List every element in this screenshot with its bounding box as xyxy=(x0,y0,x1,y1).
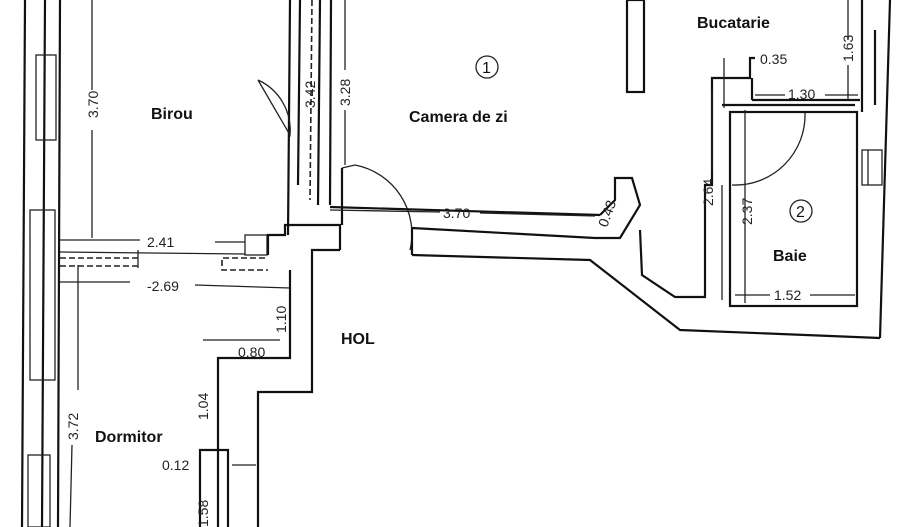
dimension-label: 0.12 xyxy=(162,457,189,473)
dimension-label: 0.80 xyxy=(238,344,265,360)
dim-line xyxy=(69,444,73,527)
room-number-circle xyxy=(475,55,499,79)
dimension-label: 0.43 xyxy=(595,198,619,229)
dimension-label: 3.70 xyxy=(443,205,470,221)
dimension-label: 3.72 xyxy=(65,413,81,440)
dimension-label: 1.30 xyxy=(788,86,815,102)
dimension-label: 1.63 xyxy=(840,35,856,62)
left-exterior-wall xyxy=(20,0,62,527)
dimension-label: 1.52 xyxy=(774,287,801,303)
dimension-label: 1.04 xyxy=(195,393,211,420)
room-label-bucatarie: Bucatarie xyxy=(697,15,770,32)
dimension-label: 1.58 xyxy=(195,500,211,527)
living-hall-wall xyxy=(329,176,881,340)
room-number-1: 1 xyxy=(482,60,491,77)
dimension-label: 1.10 xyxy=(273,306,289,333)
birou-door-icon xyxy=(257,79,291,138)
room-label-birou: Birou xyxy=(151,106,193,123)
room-number-circle xyxy=(789,199,813,223)
dimension-label: 3.28 xyxy=(337,79,353,106)
bath-door-icon xyxy=(731,112,806,186)
dim-line xyxy=(479,212,596,217)
room-label-camera-de-zi: Camera de zi xyxy=(409,109,508,126)
dim-line xyxy=(329,209,441,213)
dimension-label: 3.70 xyxy=(85,91,101,118)
room-label-hol: HOL xyxy=(341,331,375,348)
hall-walls xyxy=(198,223,342,527)
dimension-label: 3.42 xyxy=(302,81,318,108)
room-label-baie: Baie xyxy=(773,248,807,265)
birou-partition-wall xyxy=(286,0,346,236)
bath-walls xyxy=(638,56,860,308)
room-label-dormitor: Dormitor xyxy=(95,429,163,446)
dimension-label: 2.41 xyxy=(147,234,174,250)
room-number-2: 2 xyxy=(796,204,805,221)
dimension-label: -2.69 xyxy=(147,278,179,294)
right-exterior-wall xyxy=(847,0,892,339)
kitchen-column xyxy=(625,0,646,94)
dimension-label: 2.64 xyxy=(700,179,716,206)
dimension-label: 0.35 xyxy=(760,51,787,67)
dimension-label: 2.37 xyxy=(739,198,755,225)
